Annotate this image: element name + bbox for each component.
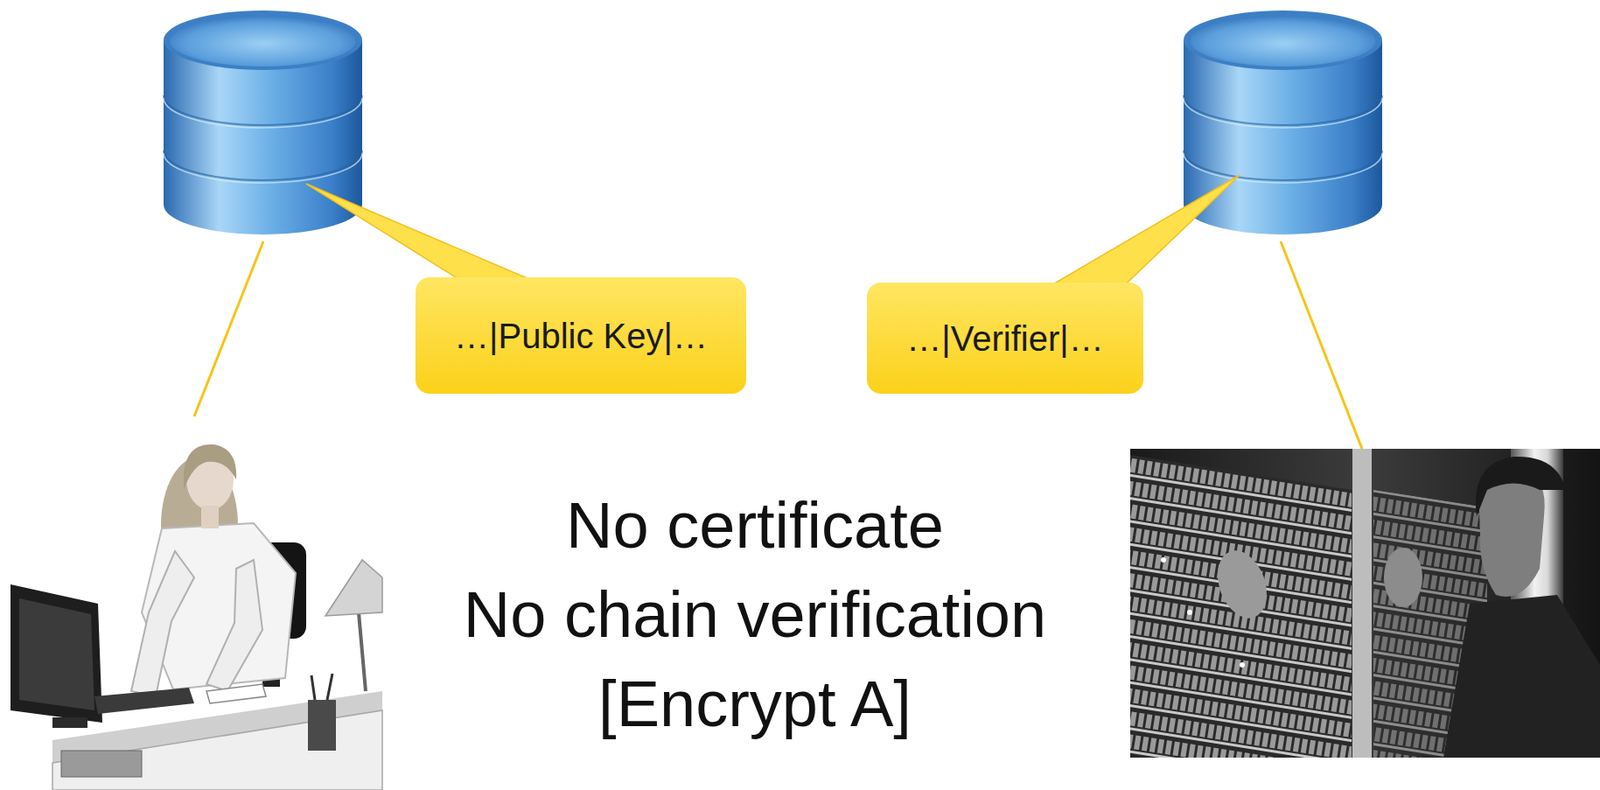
note-text: No chain verification [383, 570, 1127, 660]
led [1239, 662, 1245, 668]
calculator [61, 750, 142, 777]
pen-cup [307, 699, 336, 751]
monitor [10, 584, 103, 723]
connector-line [194, 241, 264, 417]
callout-tail [306, 183, 560, 293]
caption-block: No certificateNo chain verification[Encr… [383, 481, 1127, 749]
hair [1475, 456, 1566, 517]
server-rack [1130, 454, 1352, 758]
lamp-arm [358, 612, 366, 692]
hand [1208, 544, 1276, 626]
lamp-shade [325, 559, 383, 616]
note-text: No certificate [383, 481, 1127, 571]
rack-frame [1352, 448, 1372, 758]
connector-line [1280, 241, 1363, 449]
pen [311, 675, 315, 700]
note-text: [Encrypt A] [383, 659, 1127, 749]
keyboard [94, 687, 195, 714]
monitor-screen [19, 598, 95, 711]
callout-box: …|Verifier|… [866, 282, 1144, 394]
notebook [206, 684, 266, 704]
body [1443, 594, 1600, 758]
callout-text: …|Verifier|… [906, 318, 1104, 359]
server-room-photo [1130, 448, 1600, 758]
led [1160, 557, 1167, 563]
monitor-stand [52, 717, 88, 728]
hair [183, 444, 237, 490]
hand [1383, 547, 1423, 608]
pen [327, 673, 333, 700]
arm [131, 551, 195, 697]
arm [206, 559, 263, 692]
callout-box: …|Public Key|… [415, 277, 747, 394]
office-worker-photo [5, 426, 383, 790]
photo-ground [1130, 448, 1600, 758]
led [1187, 609, 1193, 615]
callout-text: …|Public Key|… [454, 315, 708, 357]
callout-tail [1030, 174, 1240, 298]
neck [201, 505, 219, 529]
photo-ground [5, 426, 383, 790]
